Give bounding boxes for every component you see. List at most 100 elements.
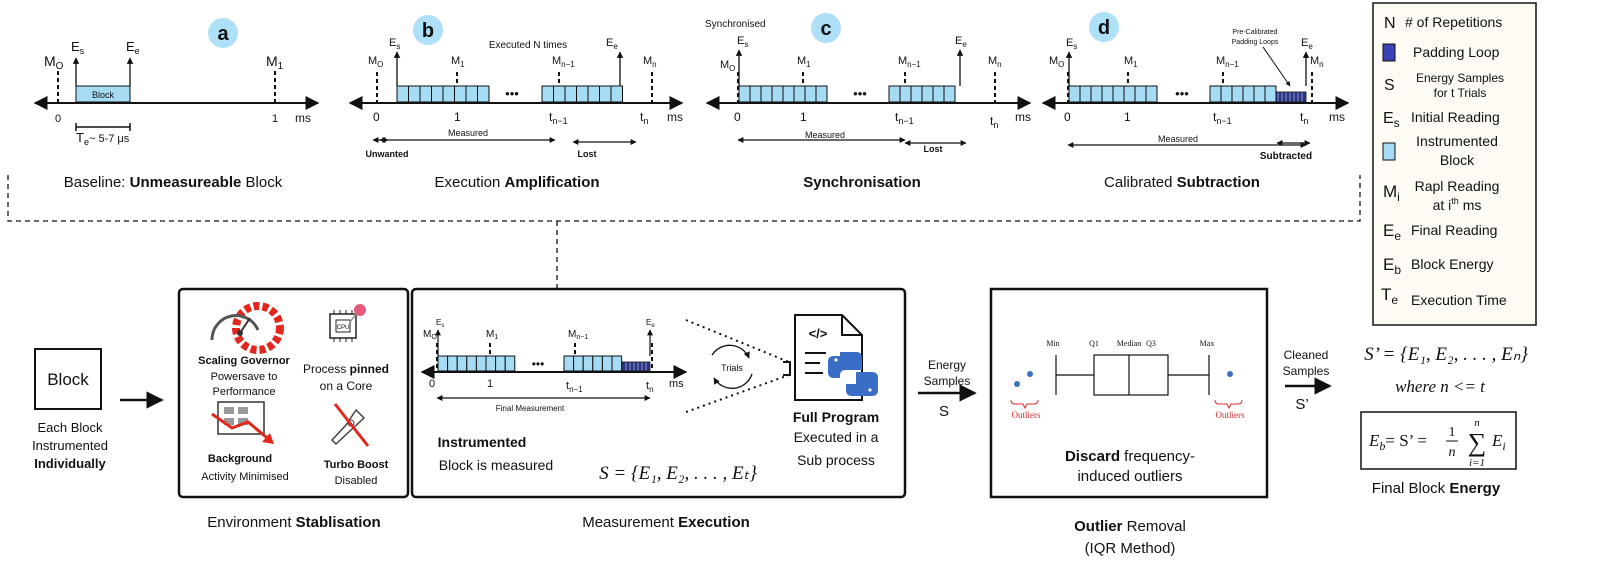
- svg-text:induced outliers: induced outliers: [1077, 468, 1182, 485]
- instrumented-blocks-run-1: [396, 85, 490, 103]
- instrumented-block-cell: [1264, 85, 1277, 103]
- iqr-box: [1093, 354, 1169, 396]
- svg-text:Block: Block: [92, 90, 115, 100]
- svg-text:Block Energy: Block Energy: [1411, 256, 1493, 272]
- legend: N # of Repetitions Padding Loop S Energy…: [1372, 2, 1537, 326]
- instrumented-block-cell: [599, 85, 612, 103]
- env-caption: Environment Stablisation: [207, 514, 380, 531]
- instrumented-block-cell: [793, 85, 806, 103]
- instrumented-blocks-run-2: [541, 85, 623, 103]
- background-activity-icon: [211, 401, 274, 444]
- svg-text:Es: Es: [1383, 110, 1400, 130]
- legend-box: [1372, 2, 1537, 326]
- outlier-panel: Min Q1 Median Q3 Max Outliers Outliers D…: [989, 287, 1269, 557]
- instrumented-block-cell: [466, 355, 477, 372]
- outlier-caption: Outlier Removal: [1074, 518, 1186, 535]
- svg-text:Activity Minimised: Activity Minimised: [201, 471, 288, 483]
- svg-text:Samples: Samples: [1283, 364, 1330, 378]
- svg-text:Process pinned: Process pinned: [303, 362, 389, 376]
- instrumented-block-cell: [910, 85, 923, 103]
- svg-text:Es: Es: [1066, 37, 1077, 51]
- svg-text:Mn−1: Mn−1: [552, 55, 575, 69]
- instrumented-block-cell: [454, 85, 467, 103]
- svg-text:Scaling Governor: Scaling Governor: [198, 355, 290, 367]
- instrumented-block-cell: [437, 355, 449, 372]
- svg-text:0: 0: [373, 110, 380, 124]
- instrumented-block-cell: [419, 85, 432, 103]
- execution-panel: ••• Es Ee MO M1 Mn−1 0 1 tn−1 tn ms Fina…: [410, 287, 907, 531]
- svg-text:M1: M1: [451, 55, 465, 69]
- instrumented-block-cell: [1242, 85, 1255, 103]
- svg-text:0: 0: [734, 110, 741, 124]
- svg-text:CPU: CPU: [337, 325, 350, 331]
- instrumented-block-cell: [771, 85, 784, 103]
- svg-text:Q1: Q1: [1089, 339, 1099, 348]
- instrumented-blocks-run-1: [738, 85, 828, 103]
- instrumented-block-cell: [477, 85, 490, 103]
- svg-text:</>: </>: [809, 326, 828, 341]
- caption-a: Baseline: Unmeasureable Block: [64, 174, 283, 191]
- svg-text:S’: S’: [1295, 396, 1308, 413]
- svg-text:ms: ms: [1015, 110, 1031, 124]
- exec-caption: Measurement Execution: [582, 514, 750, 531]
- instrumented-block-cell: [1134, 85, 1147, 103]
- rocket-disabled-icon: [330, 403, 370, 447]
- svg-text:1: 1: [487, 378, 493, 390]
- svg-text:tn: tn: [1300, 110, 1308, 126]
- svg-text:Max: Max: [1200, 339, 1215, 348]
- instrumented-block-cell: [456, 355, 468, 372]
- svg-text:Ee: Ee: [1301, 37, 1313, 51]
- svg-text:0: 0: [1064, 110, 1071, 124]
- svg-text:Median: Median: [1117, 339, 1141, 348]
- svg-text:Mn: Mn: [1310, 55, 1324, 69]
- svg-text:c: c: [820, 18, 831, 40]
- gauge-gear-icon: [210, 302, 284, 354]
- outlier-point: [1027, 371, 1033, 377]
- instrumented-block-cell: [1112, 85, 1125, 103]
- outlier-point: [1014, 381, 1020, 387]
- block-rect: [75, 85, 131, 103]
- svg-text:i=1: i=1: [1469, 457, 1485, 469]
- instrumented-block-cell: [587, 85, 600, 103]
- instrumented-block-cell: [563, 355, 575, 372]
- svg-text:Instrumented: Instrumented: [32, 438, 108, 453]
- svg-text:Ee: Ee: [1383, 221, 1401, 243]
- instrumented-block-cell: [1123, 85, 1136, 103]
- instrumented-blocks-run-2: [1209, 85, 1277, 103]
- svg-text:Es: Es: [71, 39, 85, 56]
- outlier-point: [1227, 371, 1233, 377]
- instrumented-block-swatch: [1382, 142, 1396, 161]
- instrumented-block-cell: [932, 85, 945, 103]
- instrumented-block-cell: [760, 85, 773, 103]
- svg-text:Ei: Ei: [1491, 431, 1506, 453]
- instrumented-blocks-run-1: [1068, 85, 1158, 103]
- svg-text:Ee: Ee: [606, 37, 618, 51]
- svg-text:Individually: Individually: [34, 456, 106, 471]
- instrumented-block-cell: [1220, 85, 1233, 103]
- svg-text:where n <= t: where n <= t: [1395, 377, 1486, 396]
- svg-text:1: 1: [800, 110, 807, 124]
- svg-text:tn: tn: [640, 110, 648, 126]
- svg-text:Ee: Ee: [646, 318, 655, 329]
- python-script-icon: </>: [783, 314, 878, 401]
- svg-text:n: n: [1474, 417, 1480, 429]
- instrumented-block-cell: [1101, 85, 1114, 103]
- svg-text:Executed N times: Executed N times: [489, 40, 567, 51]
- svg-text:n: n: [1449, 445, 1456, 460]
- svg-text:•••: •••: [1175, 86, 1189, 101]
- instrumented-block-cell: [504, 355, 516, 372]
- svg-text:Es: Es: [737, 35, 748, 49]
- instrumented-block-cell: [485, 355, 497, 372]
- block-energy-formula-box: [1360, 411, 1517, 470]
- svg-text:Energy Samples: Energy Samples: [1416, 71, 1504, 85]
- badge-d: [1089, 12, 1119, 42]
- instrumented-blocks-run-2: [563, 355, 623, 372]
- instrumented-block-cell: [442, 85, 455, 103]
- svg-text:tn: tn: [646, 380, 654, 394]
- svg-text:Mn−1: Mn−1: [1216, 55, 1239, 69]
- svg-text:Subtracted: Subtracted: [1260, 151, 1312, 162]
- badge-c: [811, 13, 841, 43]
- svg-text:Trials: Trials: [721, 363, 743, 373]
- svg-text:MO: MO: [368, 55, 383, 69]
- instrumented-block-cell: [564, 85, 577, 103]
